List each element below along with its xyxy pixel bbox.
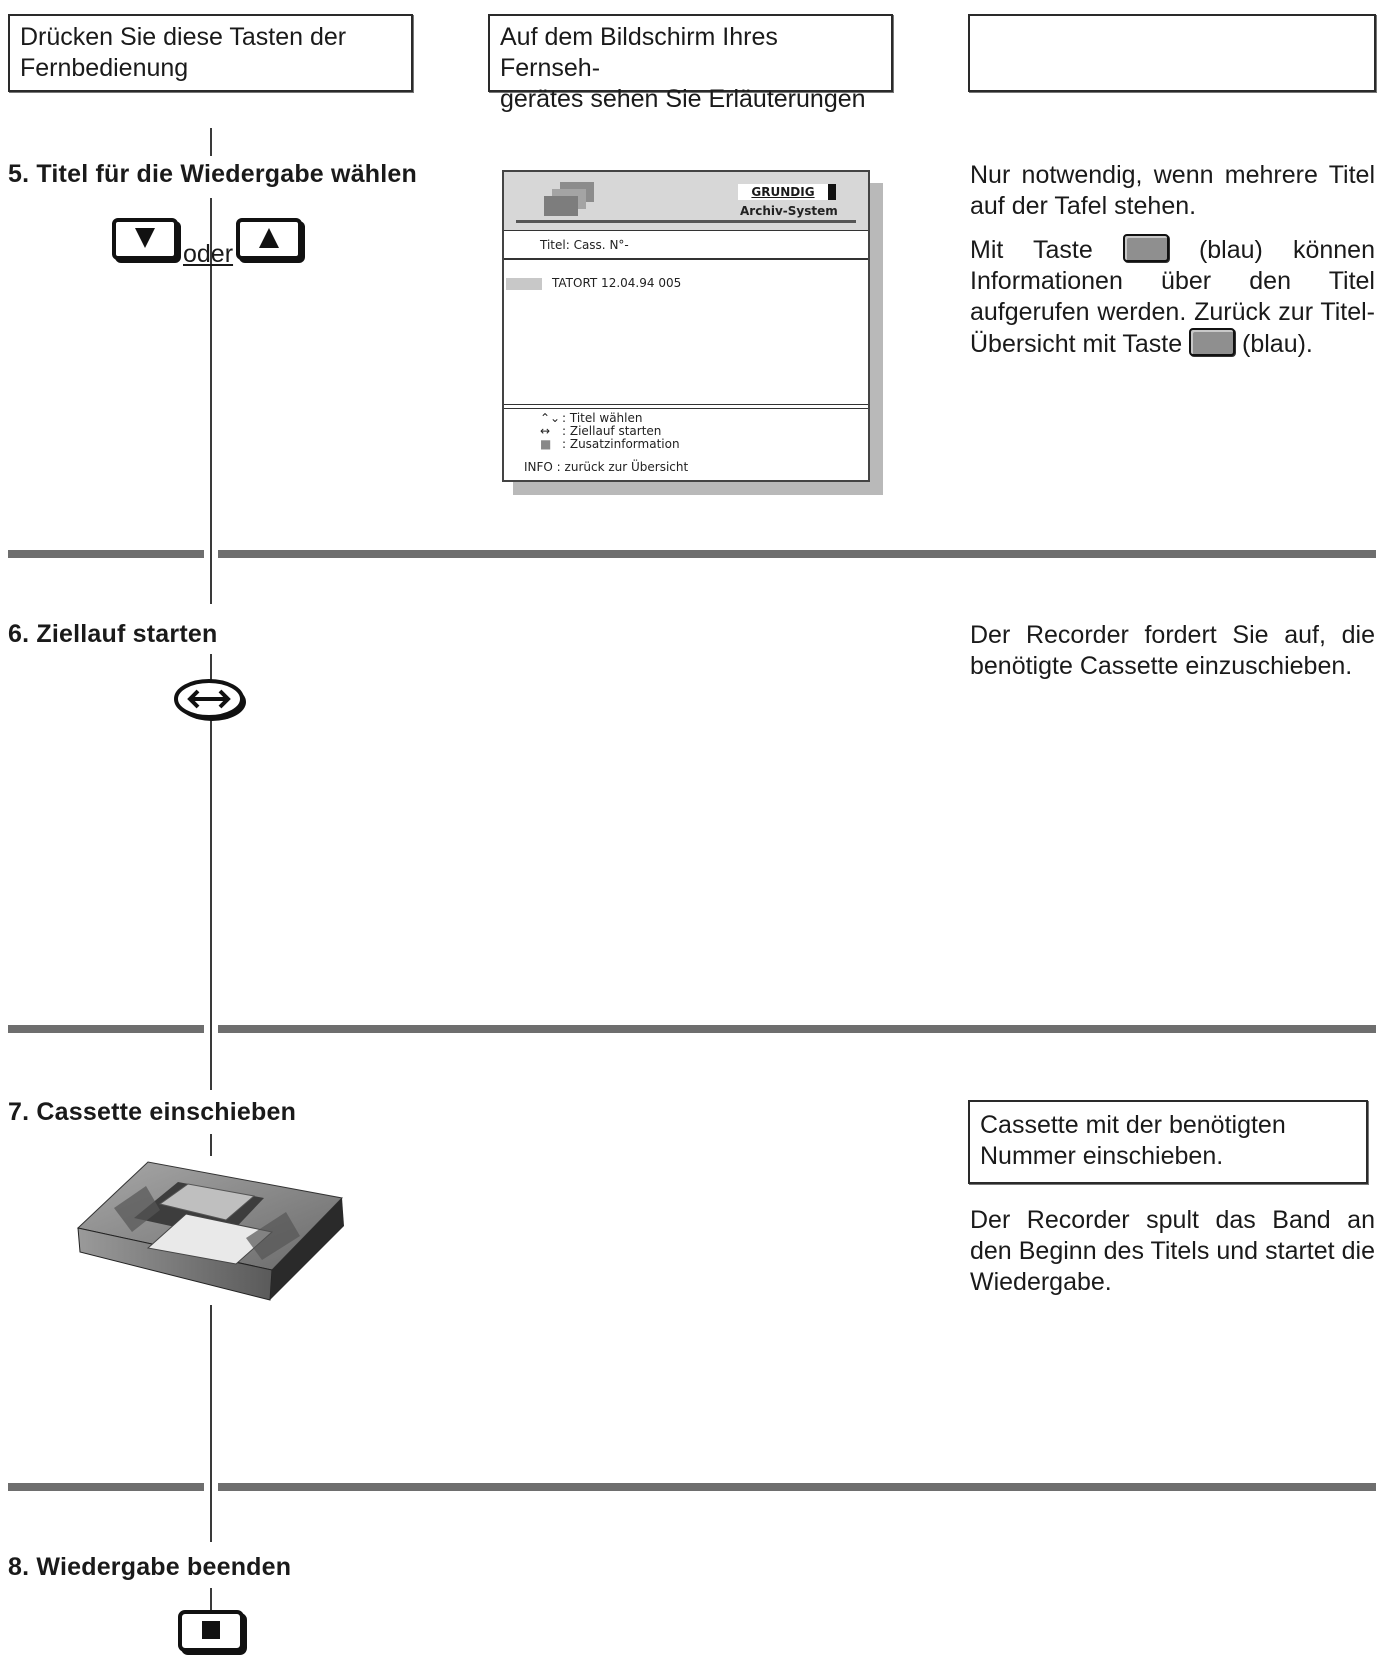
screen-legend-row: ↔ : Ziellauf starten: [540, 425, 680, 438]
boxed-note-text: Cassette mit der benötigten Nummer einsc…: [980, 1111, 1286, 1170]
blue-key-icon: [1189, 328, 1236, 356]
step-8-title: 8. Wiedergabe beenden: [8, 1553, 292, 1581]
legend-blue-key-icon: ■: [540, 437, 552, 451]
separator-1-left: [8, 550, 204, 558]
header-box-screen: Auf dem Bildschirm Ihres Fernseh- geräte…: [488, 14, 893, 113]
step-5-notes: Nur notwendig, wenn mehrere Titel auf de…: [970, 160, 1375, 372]
screen-entry-marker: [506, 278, 542, 290]
header-keys-line1: Drücken Sie diese Tasten der: [20, 23, 347, 51]
separator-1-right: [218, 550, 1376, 558]
separator-2-right: [218, 1025, 1376, 1033]
header-screen-line1: Auf dem Bildschirm Ihres Fernseh-: [500, 23, 778, 82]
blue-key-icon: [1122, 234, 1169, 262]
screen-divider-3: [504, 404, 868, 405]
separator-3-left: [8, 1483, 204, 1491]
screen-entry[interactable]: TATORT 12.04.94 005: [552, 276, 682, 290]
header-keys-line2: Fernbedienung: [20, 54, 189, 82]
screen-brand: GRUNDIG: [738, 184, 836, 200]
screen-divider-4: [504, 408, 868, 409]
screen-legend-row: ⌃⌄: Titel wählen: [540, 412, 680, 425]
tv-screen: GRUNDIG Archiv-System Titel: Cass. N°- T…: [502, 170, 870, 482]
separator-3-right: [218, 1483, 1376, 1491]
note-text: (blau) können Informationen über den Tit…: [970, 236, 1375, 358]
step-6-title: 6. Ziellauf starten: [8, 620, 218, 648]
arrow-down-key-icon[interactable]: [112, 218, 178, 260]
screen-divider-1: [504, 230, 868, 231]
step-7-title: 7. Cassette einschieben: [8, 1098, 297, 1126]
header-box-keys: Drücken Sie diese Tasten der Fernbedienu…: [8, 14, 413, 92]
flow-line-step6: [210, 654, 212, 1090]
keys-connector-text: oder: [183, 240, 234, 268]
screen-divider-2: [504, 258, 868, 260]
screen-title-label: Titel: Cass. N°-: [540, 238, 629, 252]
screen-footer: INFO : zurück zur Übersicht: [524, 460, 689, 474]
note-text: (blau).: [1235, 330, 1313, 358]
archive-stack-icon: [544, 182, 594, 216]
flow-line-step7-a: [210, 1134, 212, 1156]
step-5-note-2: Mit Taste (blau) können Informationen üb…: [970, 234, 1375, 360]
header-box-notes: [968, 14, 1376, 92]
step-7-notes: Der Recorder spult das Band an den Begin…: [970, 1205, 1375, 1310]
step-6-notes: Der Recorder fordert Sie auf, die benöti…: [970, 620, 1375, 694]
note-text: Mit Taste: [970, 236, 1123, 264]
flow-line-top: [210, 128, 212, 156]
flow-line-step5: [210, 198, 212, 604]
flow-line-step8: [210, 1588, 212, 1610]
flow-line-step7-b: [210, 1305, 212, 1542]
step-7-note-1: Der Recorder spult das Band an den Begin…: [970, 1206, 1375, 1296]
separator-2-left: [8, 1025, 204, 1033]
screen-system: Archiv-System: [740, 204, 838, 218]
target-run-key-icon[interactable]: [174, 678, 248, 722]
step-6-note-1: Der Recorder fordert Sie auf, die benöti…: [970, 621, 1375, 680]
screen-legend: ⌃⌄: Titel wählen ↔ : Ziellauf starten ■ : …: [540, 412, 680, 451]
step-5-title: 5. Titel für die Wiedergabe wählen: [8, 160, 417, 188]
legend-updown-icon: ⌃⌄: [540, 411, 561, 425]
legend-text: : Zusatzinformation: [562, 437, 680, 451]
header-screen-line2: gerätes sehen Sie Erläuterungen: [500, 85, 866, 113]
screen-header-rule: [516, 220, 856, 223]
legend-text: : Titel wählen: [562, 411, 643, 425]
arrow-up-key-icon[interactable]: [236, 218, 302, 260]
step-5-note-1: Nur notwendig, wenn mehrere Titel auf de…: [970, 161, 1375, 220]
legend-text: : Ziellauf starten: [562, 424, 662, 438]
legend-target-icon: ↔: [540, 424, 551, 438]
cassette-icon: [76, 1161, 344, 1301]
screen-legend-row: ■ : Zusatzinformation: [540, 438, 680, 451]
screen-brand-text: GRUNDIG: [751, 185, 815, 199]
step-7-boxed-note: Cassette mit der benötigten Nummer einsc…: [968, 1100, 1368, 1184]
stop-key-icon[interactable]: [178, 1610, 244, 1652]
